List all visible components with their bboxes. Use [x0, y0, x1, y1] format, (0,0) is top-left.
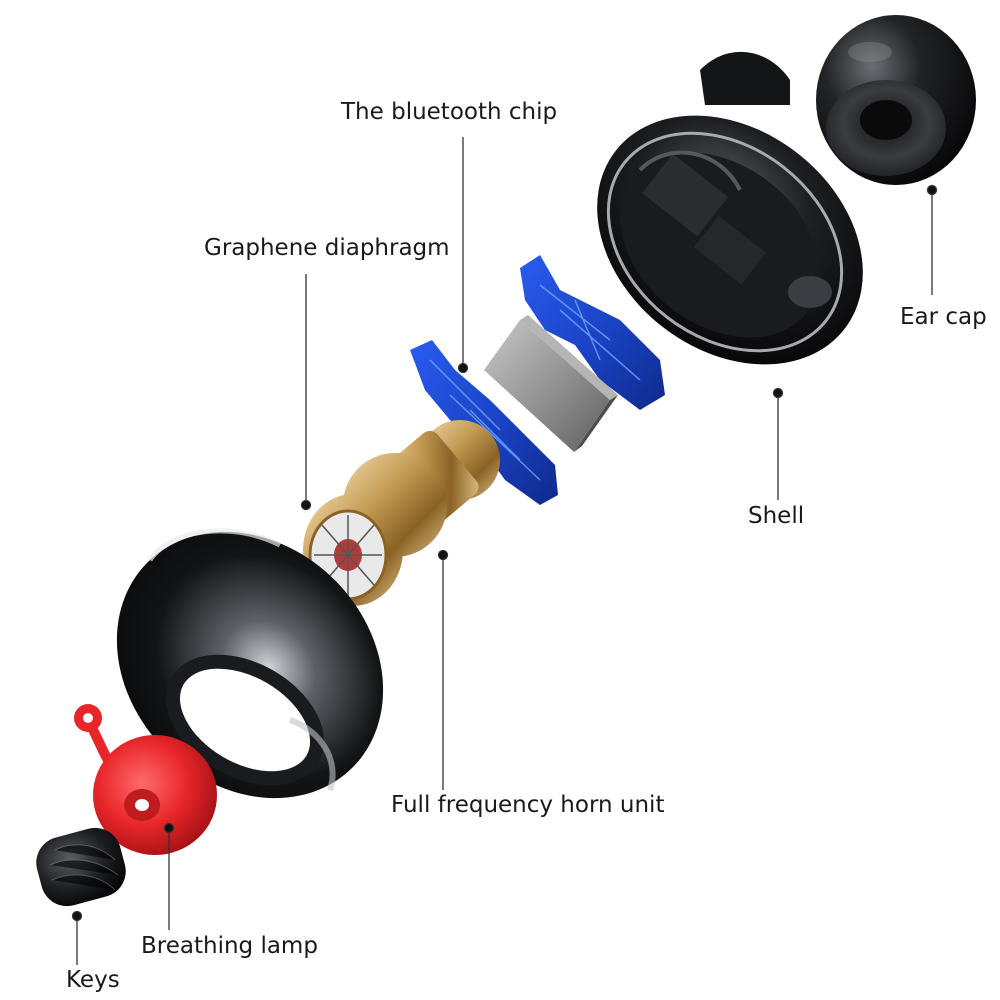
- label-breathing-lamp: Breathing lamp: [141, 933, 318, 959]
- keys-button: [36, 827, 126, 907]
- shell: [597, 51, 863, 365]
- label-ear-cap: Ear cap: [900, 304, 987, 330]
- leader-lines: [71, 137, 938, 965]
- bluetooth-board-rear: [520, 255, 665, 410]
- graphene-diaphragm-board: [410, 340, 558, 505]
- label-bluetooth-chip: The bluetooth chip: [341, 99, 558, 125]
- label-horn-unit: Full frequency horn unit: [391, 792, 665, 818]
- ear-cap: [816, 15, 976, 185]
- horn-unit: [303, 420, 500, 606]
- front-shell: [116, 528, 384, 799]
- breathing-lamp: [74, 704, 217, 855]
- label-graphene-diaphragm: Graphene diaphragm: [204, 235, 450, 261]
- label-shell: Shell: [748, 503, 805, 529]
- label-keys: Keys: [66, 967, 120, 993]
- bluetooth-chip: [484, 315, 618, 452]
